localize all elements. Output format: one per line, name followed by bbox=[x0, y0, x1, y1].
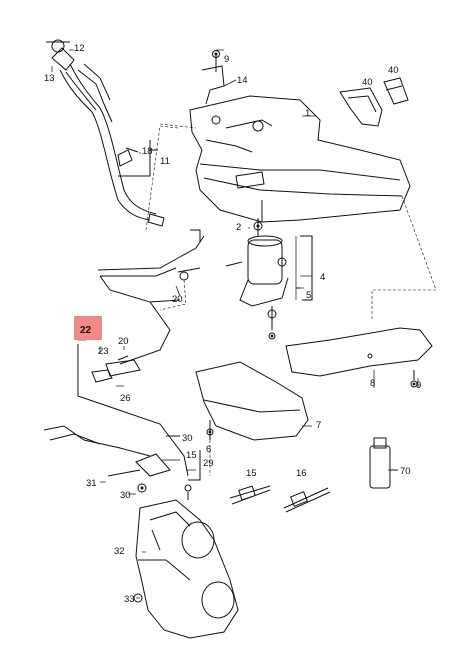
callout-23[interactable]: 23 bbox=[98, 346, 109, 357]
callout-8[interactable]: 8 bbox=[370, 378, 376, 389]
callout-9-top[interactable]: 9 bbox=[224, 54, 230, 65]
callout-33[interactable]: 33 bbox=[124, 594, 135, 605]
callout-70[interactable]: 70 bbox=[400, 466, 411, 477]
callout-31[interactable]: 31 bbox=[86, 478, 97, 489]
leader-lines bbox=[51, 49, 419, 599]
callout-11[interactable]: 11 bbox=[160, 156, 170, 167]
routing-lines bbox=[145, 123, 437, 476]
callout-13[interactable]: 13 bbox=[44, 73, 55, 84]
fuel-tank bbox=[189, 95, 411, 223]
callout-5[interactable]: 5 bbox=[306, 290, 312, 301]
callout-7[interactable]: 7 bbox=[316, 420, 322, 431]
callout-20-mid[interactable]: 20 bbox=[118, 336, 129, 347]
filler-neck bbox=[46, 39, 165, 227]
wiring-harness bbox=[43, 229, 205, 493]
callout-29[interactable]: 30 bbox=[182, 433, 193, 444]
callout-41[interactable]: 40 bbox=[362, 77, 373, 88]
callout-2[interactable]: 2 bbox=[236, 222, 242, 233]
mount-clip bbox=[201, 50, 225, 105]
callout-14[interactable]: 14 bbox=[237, 75, 248, 86]
fasteners bbox=[140, 52, 416, 490]
callout-1[interactable]: 1 bbox=[305, 108, 311, 119]
callout-15-left[interactable]: 15 bbox=[186, 450, 197, 461]
additive-bottle bbox=[369, 437, 398, 489]
callout-18[interactable]: 18 bbox=[142, 146, 153, 157]
callout-32[interactable]: 32 bbox=[114, 546, 125, 557]
callout-20-top[interactable]: 20 bbox=[172, 294, 183, 305]
bracket-parts bbox=[339, 77, 409, 127]
callout-16[interactable]: 16 bbox=[296, 468, 307, 479]
underbody-panel bbox=[195, 361, 309, 441]
callout-9-right[interactable]: 9 bbox=[416, 380, 422, 391]
callout-4[interactable]: 4 bbox=[320, 272, 326, 283]
callout-22[interactable]: 22 bbox=[80, 325, 92, 336]
callout-15-right[interactable]: 15 bbox=[246, 468, 257, 479]
heat-shield bbox=[285, 327, 433, 388]
callout-27[interactable]: 29 bbox=[203, 458, 214, 469]
callout-30[interactable]: 30 bbox=[120, 490, 131, 501]
fuel-pump bbox=[225, 218, 313, 340]
highlight-marker bbox=[74, 316, 102, 340]
particulate-filter bbox=[133, 484, 239, 639]
clamp-items bbox=[229, 485, 331, 513]
callout-12[interactable]: 12 bbox=[74, 43, 85, 54]
callout-6[interactable]: 6 bbox=[206, 444, 212, 455]
callout-40[interactable]: 40 bbox=[388, 65, 399, 76]
callout-26[interactable]: 26 bbox=[120, 393, 131, 404]
